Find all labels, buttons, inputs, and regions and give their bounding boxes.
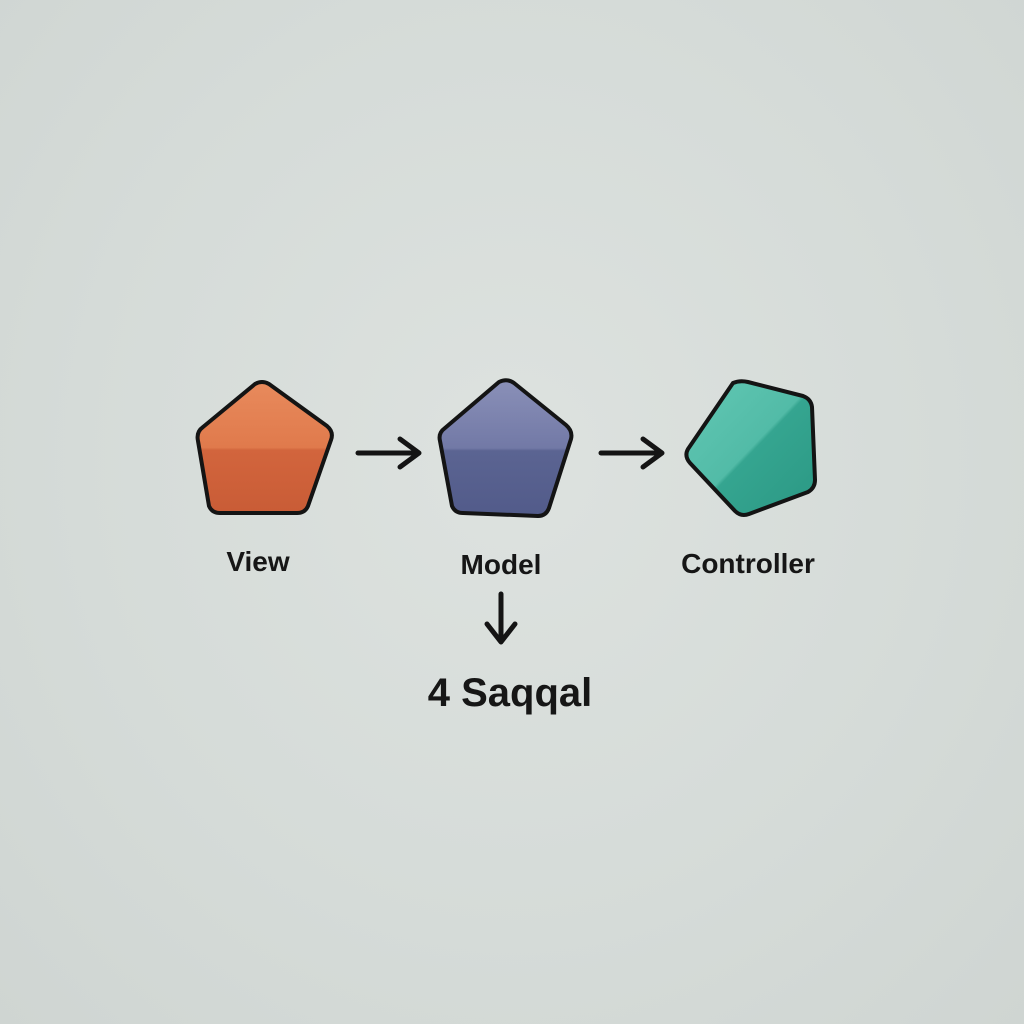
arrow-right-icon xyxy=(355,436,422,470)
pentagon-icon xyxy=(195,380,334,515)
controller-node[interactable] xyxy=(684,379,817,517)
arrow-down-icon xyxy=(484,591,518,645)
controller-label: Controller xyxy=(681,548,815,579)
pentagon-icon xyxy=(684,379,817,517)
arrow-right-icon xyxy=(598,436,665,470)
result-label: 4 Saqqal xyxy=(427,671,593,715)
model-node[interactable] xyxy=(437,378,574,518)
view-node[interactable] xyxy=(195,380,334,515)
view-label: View xyxy=(226,546,290,577)
pentagon-icon xyxy=(437,378,574,518)
model-label: Model xyxy=(460,549,542,580)
